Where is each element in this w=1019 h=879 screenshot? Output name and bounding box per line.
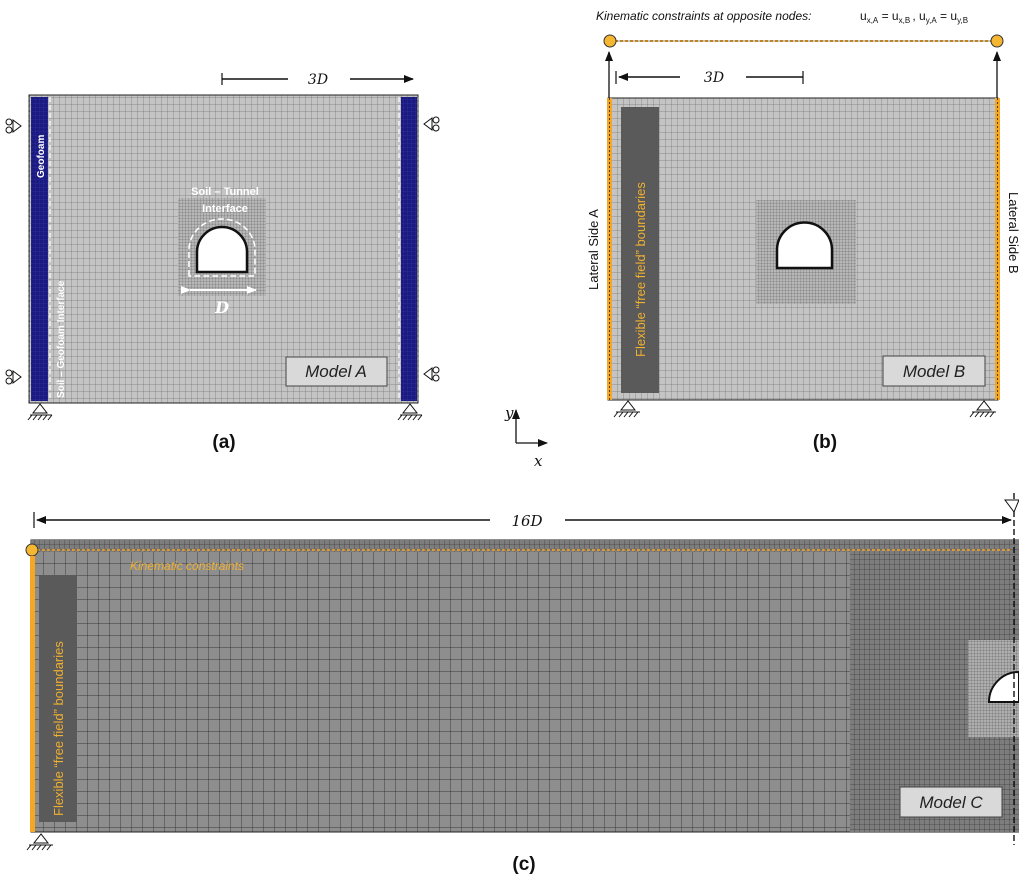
free-field-box-c xyxy=(39,575,77,822)
model-c-label-box xyxy=(899,786,1003,818)
model-b-label-box xyxy=(882,355,986,387)
panel-a-label: (a) xyxy=(212,432,235,453)
soil-tunnel-interface-label-2: Interface xyxy=(202,203,248,215)
model-c-label: Model C xyxy=(919,793,983,812)
geofoam-label: Geofoam xyxy=(36,135,47,178)
free-field-label-b: Flexible “free field” boundaries xyxy=(633,182,648,357)
panel-c: 16D Kinematic constraints Flexible “free… xyxy=(25,493,1019,875)
geofoam-right xyxy=(401,97,417,401)
constraint-title: Kinematic constraints at opposite nodes: xyxy=(596,9,811,23)
free-field-box-b xyxy=(621,107,659,393)
lateral-boundary-c xyxy=(30,556,35,832)
roller-support-icon xyxy=(5,116,440,385)
constraint-node-c xyxy=(25,543,39,557)
constraint-node-a xyxy=(603,34,617,48)
pin-support-icon xyxy=(26,833,53,851)
geofoam-left xyxy=(31,97,48,401)
coordinate-axes: y x xyxy=(504,404,548,470)
tunnel-b xyxy=(775,221,834,270)
lateral-side-a-label: Lateral Side A xyxy=(586,209,601,290)
model-a-label-box xyxy=(285,356,388,387)
dimension-label-a: 3D xyxy=(308,72,328,88)
tunnel-c xyxy=(987,670,1019,703)
soil-tunnel-interface-label: Soil – Tunnel xyxy=(191,186,259,198)
tunnel-a xyxy=(195,225,249,274)
geofoam-interface-label: Soil – Geofoam Interface xyxy=(56,280,67,398)
dimension-label-b: 3D xyxy=(704,70,724,86)
dimension-label-c: 16D xyxy=(511,512,542,530)
roller-support-icon xyxy=(1004,499,1019,513)
panel-c-label: (c) xyxy=(512,854,535,875)
constraints-label: Kinematic constraints xyxy=(130,559,244,573)
free-field-label-c: Flexible “free field” boundaries xyxy=(51,641,66,816)
model-c-refined-band xyxy=(31,540,1019,552)
panel-b: Kinematic constraints at opposite nodes:… xyxy=(586,9,1019,453)
lateral-boundary-a xyxy=(607,98,612,400)
panel-a: Soil – Tunnel Interface D Geofoam Soil –… xyxy=(5,72,440,453)
lateral-boundary-b xyxy=(995,98,1000,400)
y-axis-label: y xyxy=(504,404,514,422)
pin-support-icon xyxy=(613,400,996,418)
panel-b-label: (b) xyxy=(813,432,837,453)
lateral-side-b-label: Lateral Side B xyxy=(1006,192,1019,274)
tunnel-width-label: D xyxy=(214,298,229,317)
model-b-label: Model B xyxy=(903,362,965,381)
constraint-equation: ux,A = ux,B , uy,A = uy,B xyxy=(860,9,968,25)
model-a-label: Model A xyxy=(305,362,367,381)
x-axis-label: x xyxy=(534,452,543,470)
constraint-node-b xyxy=(990,34,1004,48)
pin-support-icon xyxy=(27,403,423,421)
